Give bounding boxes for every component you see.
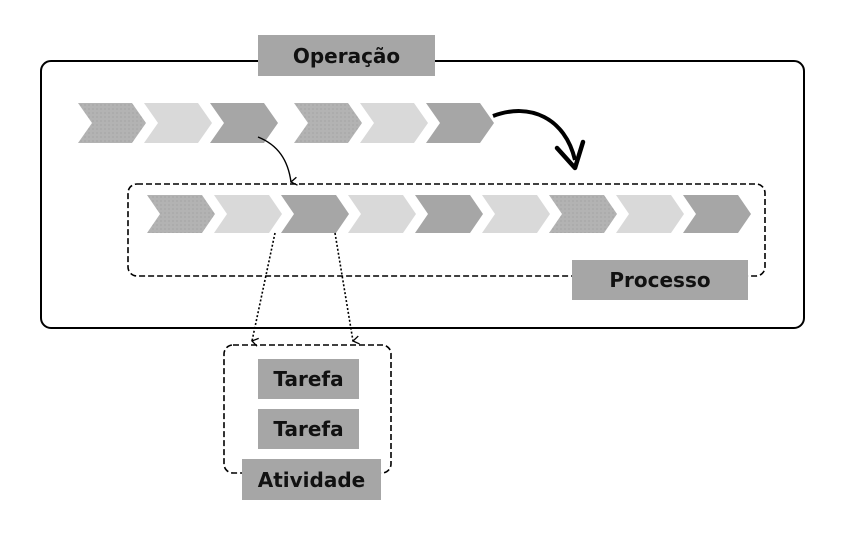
- operation-chevron-6: [426, 103, 494, 143]
- task-label-2: Tarefa: [258, 409, 359, 449]
- flow-arrow-large-head: [554, 139, 586, 171]
- operation-chevron-5: [360, 103, 428, 143]
- process-chevron-8: [616, 195, 684, 233]
- process-chevron-4: [348, 195, 416, 233]
- drilldown-arrow-small: [257, 136, 298, 186]
- process-chevron-2: [214, 195, 282, 233]
- task-label-1: Tarefa: [258, 359, 359, 399]
- process-label: Processo: [572, 260, 748, 300]
- activity-label: Atividade: [242, 459, 381, 500]
- process-chevron-3: [281, 195, 349, 233]
- process-chevron-9: [683, 195, 751, 233]
- operation-chevron-3: [210, 103, 278, 143]
- process-chevron-5: [415, 195, 483, 233]
- process-chevron-7: [549, 195, 617, 233]
- process-chevron-row: [147, 195, 751, 233]
- operation-chevron-2: [144, 103, 212, 143]
- activity-link-right: [334, 232, 360, 345]
- process-frame: [127, 183, 766, 277]
- operation-chevron-row: [78, 103, 494, 143]
- process-chevron-6: [482, 195, 550, 233]
- flow-arrow-large: [492, 109, 577, 161]
- operation-label: Operação: [258, 35, 435, 76]
- operation-chevron-1: [78, 103, 146, 143]
- activity-link-left: [250, 232, 276, 347]
- operation-chevron-4: [294, 103, 362, 143]
- process-chevron-1: [147, 195, 215, 233]
